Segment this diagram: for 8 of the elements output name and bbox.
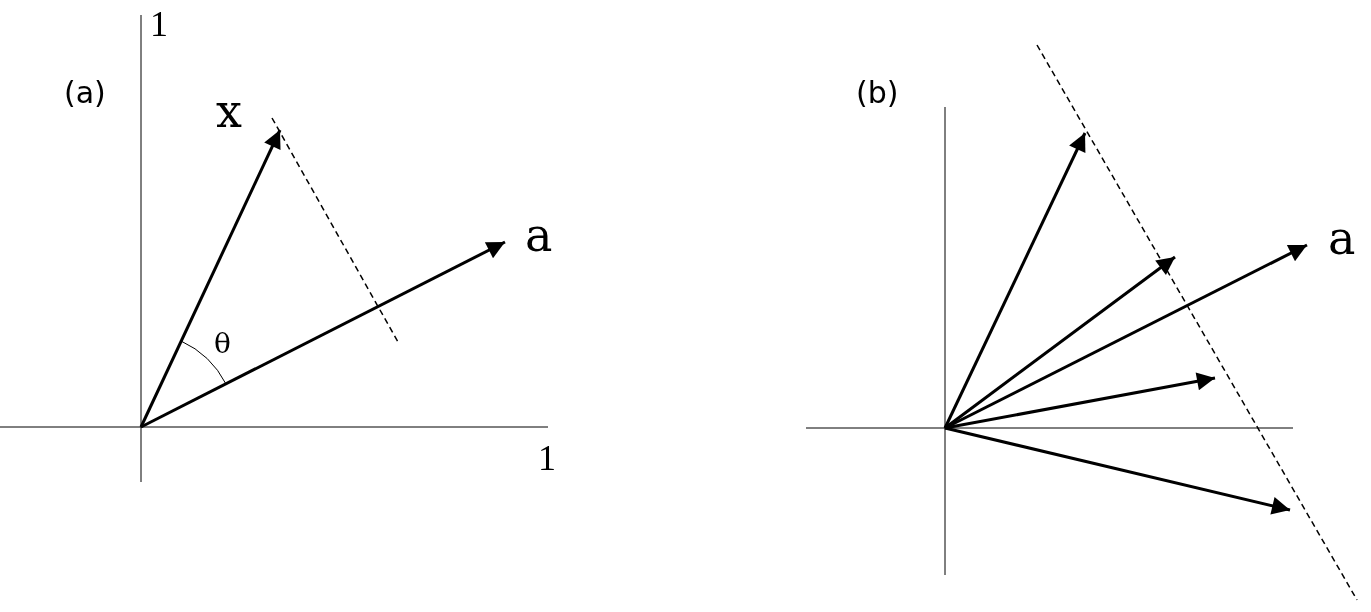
vector-label: x: [216, 88, 242, 134]
axis-tick-label: 1: [538, 440, 556, 476]
vector-label: a: [525, 212, 553, 258]
panel-label: (a): [64, 78, 106, 108]
vector-label: a: [1328, 215, 1356, 261]
axis-tick-label: 1: [150, 6, 168, 42]
panel-label: (b): [856, 78, 899, 108]
angle-label: θ: [214, 330, 231, 358]
